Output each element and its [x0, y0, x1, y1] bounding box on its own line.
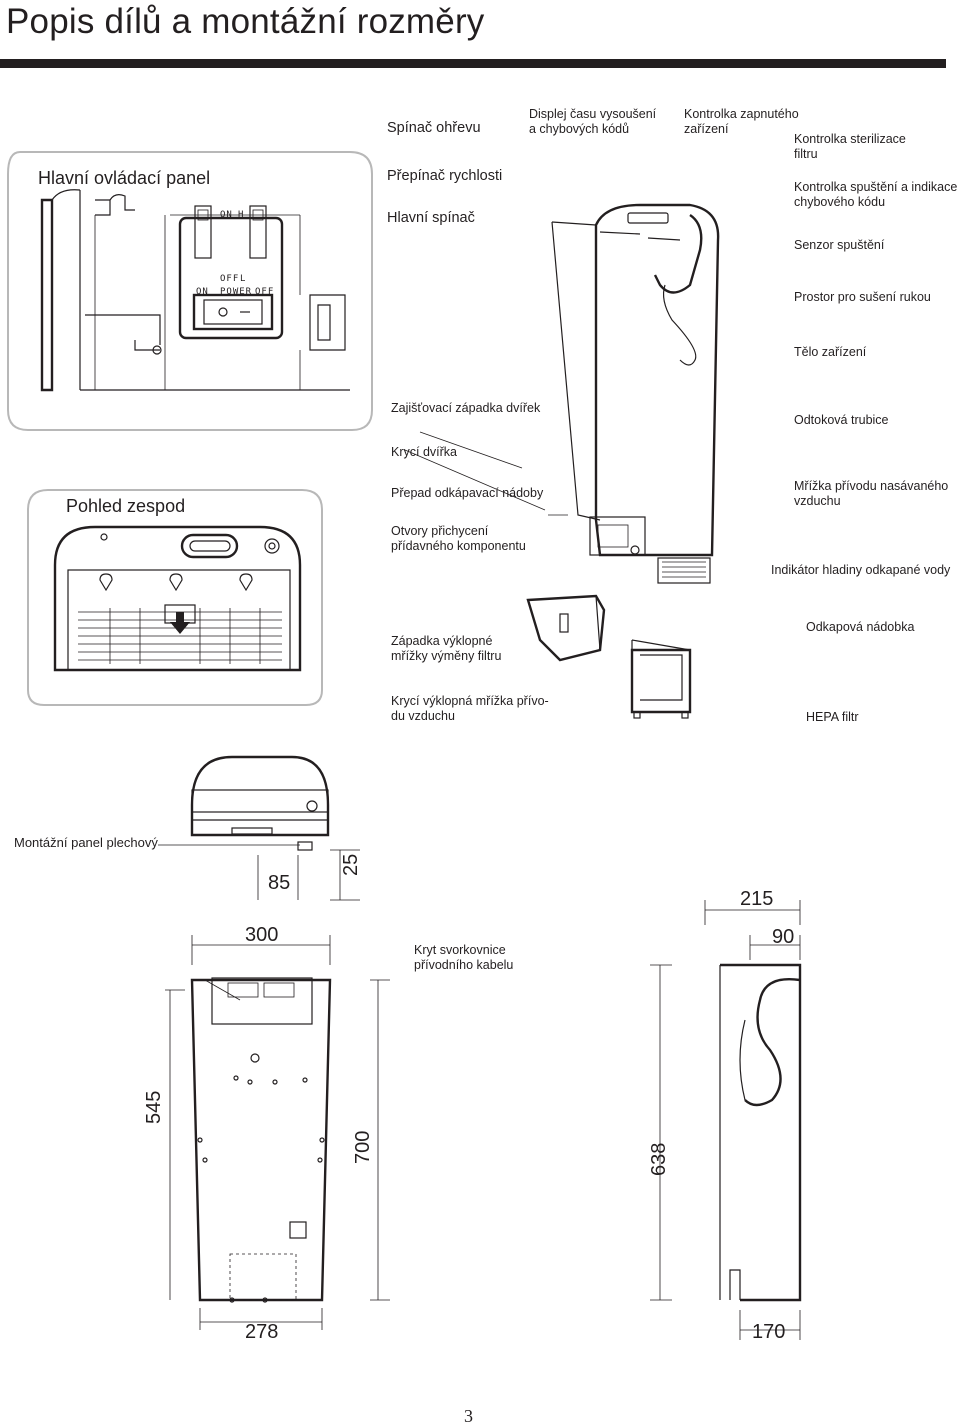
power-label: POWER [220, 287, 253, 297]
switch-off-label: OFF [220, 274, 240, 284]
heater-switch-label: Spínač ohřevu [387, 120, 481, 136]
start-indicator-line2: chybového kódu [794, 195, 886, 209]
filter-latch-label: Západka výklopné mřížky výměny filtru [391, 634, 501, 664]
side-dimension-drawing [650, 900, 802, 1340]
dim-545: 545 [143, 1090, 165, 1124]
speed-switch-label: Přepínač rychlosti [387, 168, 503, 184]
door-latch-label: Zajišťovací západka dvířek [391, 401, 541, 415]
mounting-holes-line2: přídavného komponentu [391, 539, 526, 553]
start-indicator-line1: Kontrolka spuštění a indikace [794, 180, 958, 194]
dim-90: 90 [772, 926, 795, 948]
dim-215: 215 [740, 888, 774, 910]
dryer-front-drawing [404, 203, 720, 584]
switch-l-label: L [240, 274, 246, 284]
bottom-view-title: Pohled zespod [66, 496, 186, 516]
device-body-label: Tělo zařízení [794, 345, 867, 359]
mounting-holes-label: Otvory přichycení přídavného komponentu [391, 524, 526, 554]
terminal-cover-label: Kryt svorkovnice přívodního kabelu [414, 943, 513, 973]
control-panel-frame [7, 151, 373, 431]
display-label-line1: Displej času vysoušení [529, 107, 657, 121]
hepa-filter-label: HEPA filtr [806, 710, 859, 724]
start-sensor-label: Senzor spuštění [794, 238, 885, 252]
power-indicator-line1: Kontrolka zapnutého [684, 107, 799, 121]
front-dimension-drawing [165, 849, 390, 1330]
dim-700: 700 [352, 1130, 374, 1164]
power-on-label: ON [196, 287, 209, 297]
power-indicator-label: Kontrolka zapnutého zařízení [684, 107, 799, 137]
bottom-view-drawing [53, 525, 302, 672]
drip-tray-partition-label: Přepad odkápavací nádoby [391, 486, 544, 500]
switch-on-label: ON [220, 210, 233, 220]
filter-latch-line1: Západka výklopné [391, 634, 493, 648]
intake-cover-grille-label: Krycí výklopná mřížka přívo- du vzduchu [391, 694, 549, 724]
dim-300: 300 [245, 924, 279, 946]
display-label: Displej času vysoušení a chybových kódů [529, 107, 656, 137]
control-panel-title: Hlavní ovládací panel [38, 168, 211, 188]
terminal-cover-line2: přívodního kabelu [414, 958, 514, 972]
mounting-holes-line1: Otvory přichycení [391, 524, 489, 538]
intake-grille-line1: Mřížka přívodu nasávaného [794, 479, 949, 493]
drip-container-label: Odkapová nádobka [806, 620, 915, 634]
sterilization-line1: Kontrolka sterilizace [794, 132, 906, 146]
intake-cover-line1: Krycí výklopná mřížka přívo- [391, 694, 549, 708]
start-indicator-label: Kontrolka spuštění a indikace chybového … [794, 180, 957, 210]
sterilization-line2: filtru [794, 147, 818, 161]
display-label-line2: a chybových kódů [529, 122, 630, 136]
control-panel-drawing [40, 189, 350, 392]
intake-cover-line2: du vzduchu [391, 709, 455, 723]
drain-pipe-label: Odtoková trubice [794, 413, 889, 427]
dim-278: 278 [245, 1321, 279, 1343]
hepa-filter-drawing [630, 639, 692, 719]
page-number: 3 [464, 1406, 473, 1426]
mounting-plate-top [158, 755, 330, 851]
dim-638: 638 [648, 1142, 670, 1176]
title-rule [0, 59, 946, 68]
mounting-plate-title: Montážní panel plechový [14, 835, 158, 850]
intake-grille-label: Mřížka přívodu nasávaného vzduchu [794, 479, 948, 509]
switch-h-label: H [238, 210, 244, 220]
filter-latch-line2: mřížky výměny filtru [391, 649, 502, 663]
sterilization-indicator-label: Kontrolka sterilizace filtru [794, 132, 906, 162]
drying-space-label: Prostor pro sušení rukou [794, 290, 931, 304]
page-title: Popis dílů a montážní rozměry [6, 2, 485, 41]
power-off-label: OFF [255, 287, 275, 297]
terminal-cover-line1: Kryt svorkovnice [414, 943, 506, 957]
dim-85: 85 [268, 872, 291, 894]
water-level-indicator-label: Indikátor hladiny odkapané vody [771, 563, 951, 577]
drip-tray-drawing [526, 594, 606, 662]
cover-door-label: Krycí dvířka [391, 445, 457, 459]
dim-25: 25 [340, 853, 362, 876]
bottom-view-frame [27, 489, 323, 706]
intake-grille-line2: vzduchu [794, 494, 841, 508]
dim-170: 170 [752, 1321, 786, 1343]
main-switch-label: Hlavní spínač [387, 210, 475, 226]
power-indicator-line2: zařízení [684, 122, 729, 136]
